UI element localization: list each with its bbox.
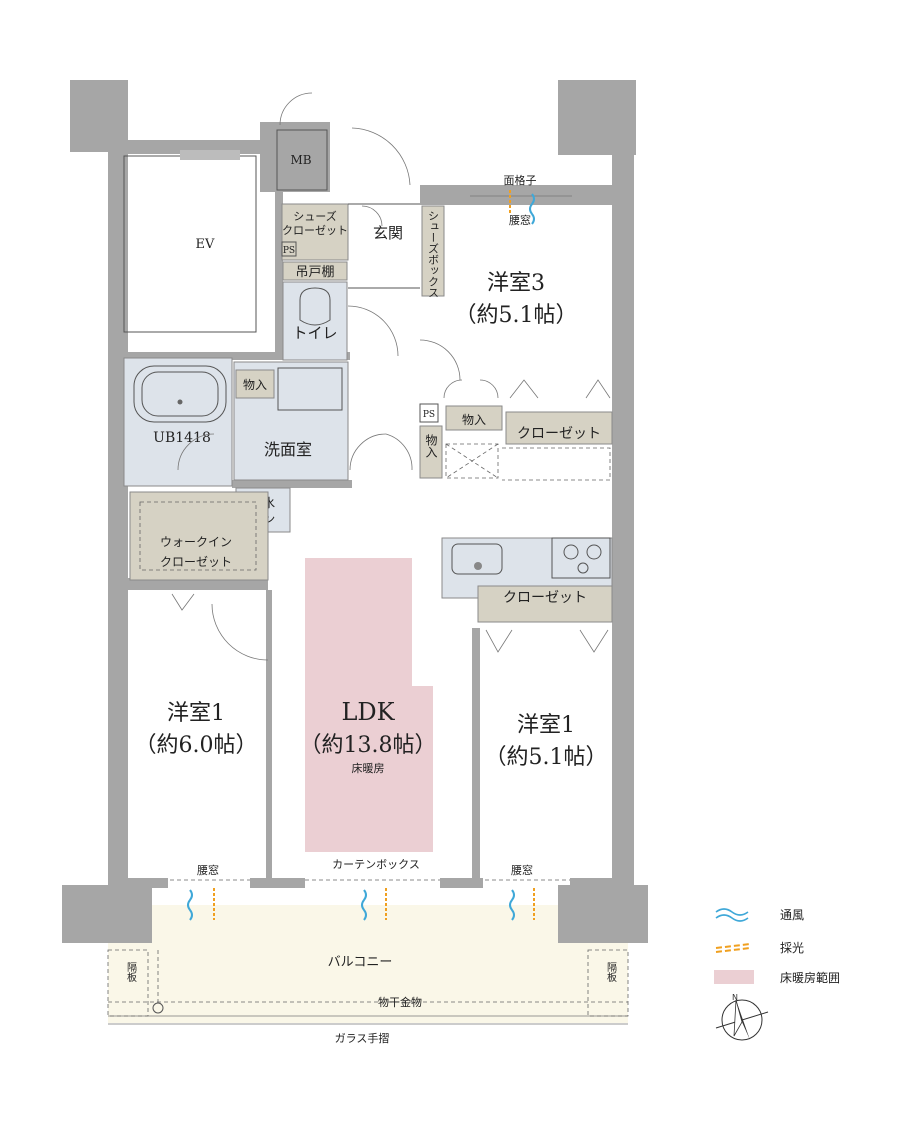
mono-label-3: 物入	[424, 434, 438, 458]
shoes-box-label: シューズボックス	[427, 210, 440, 298]
walls	[62, 80, 648, 943]
toilet-room	[282, 281, 348, 361]
western1-right-name: 洋室1	[517, 713, 575, 738]
ldk-note: 床暖房	[352, 761, 385, 775]
mono-storage-3	[419, 425, 443, 479]
mono-label-1: 物入	[243, 378, 267, 392]
shoes-closet	[281, 203, 349, 261]
mono-label-2: 物入	[462, 413, 486, 427]
waist-window-top-label: 腰窓	[509, 213, 531, 227]
ventilation-legend-icon	[715, 908, 749, 922]
washroom-label: 洗面室	[264, 440, 312, 459]
western3-name: 洋室3	[487, 271, 545, 296]
ev-label: EV	[196, 237, 215, 252]
mono-storage-2	[445, 405, 503, 431]
partition-left-label: 隔板	[125, 962, 137, 983]
western3-size: （約5.1帖）	[455, 303, 578, 328]
clothes-hanger-label: 物干金物	[378, 995, 422, 1009]
shoes-closet-label-1: シューズ	[293, 209, 336, 223]
balcony-label: バルコニー	[328, 955, 393, 970]
ventilation-marks	[187, 193, 535, 921]
north-arrow-icon: N	[715, 993, 769, 1041]
entrance-label: 玄関	[373, 224, 403, 242]
legend-ventilation: 通風	[780, 908, 804, 922]
closet-1	[505, 411, 613, 445]
walkin-label-2: クローゼット	[160, 555, 232, 569]
legend-floor-heating: 床暖房範囲	[780, 970, 840, 985]
balcony-floor	[108, 905, 628, 1023]
lighting-marks	[213, 190, 535, 920]
hanging-shelf-label: 吊戸棚	[295, 265, 334, 280]
western1-right-size: （約5.1帖）	[485, 745, 608, 770]
mb-label: MB	[290, 153, 311, 167]
western1-left-name: 洋室1	[167, 701, 225, 726]
glass-railing-label: ガラス手摺	[335, 1031, 390, 1045]
western1-left-size: （約6.0帖）	[135, 733, 258, 758]
ldk-name: LDK	[341, 698, 395, 726]
ps-label-3: PS	[423, 410, 435, 420]
svg-text:N: N	[732, 993, 738, 1002]
ps-label-1: PS	[283, 246, 295, 256]
toilet-label: トイレ	[292, 324, 337, 342]
shoes-box	[421, 205, 445, 297]
face-lattice-label: 面格子	[504, 173, 537, 187]
ldk-size: （約13.8帖）	[300, 733, 437, 758]
closet-label-2: クローゼット	[503, 590, 587, 606]
partition-right-label: 隔板	[605, 962, 617, 983]
floor-heating-legend-swatch	[714, 970, 754, 984]
shoes-closet-label-2: クローゼット	[282, 224, 348, 237]
legend: 通風 採光 床暖房範囲	[714, 908, 840, 985]
floor-heating-area	[305, 558, 433, 852]
walk-in-closet	[129, 491, 269, 581]
mono-storage-1	[235, 369, 275, 399]
closet-2	[477, 585, 613, 623]
closet-label-1: クローゼット	[517, 426, 601, 442]
hanging-shelf	[282, 261, 348, 281]
waist-window-left-label: 腰窓	[197, 863, 219, 877]
waist-window-right-label: 腰窓	[511, 863, 533, 877]
curtain-box-label: カーテンボックス	[332, 858, 420, 871]
walkin-label-1: ウォークイン	[160, 535, 232, 549]
lighting-legend-icon	[715, 943, 751, 953]
bath-label: UB1418	[153, 430, 211, 446]
legend-lighting: 採光	[780, 941, 804, 955]
